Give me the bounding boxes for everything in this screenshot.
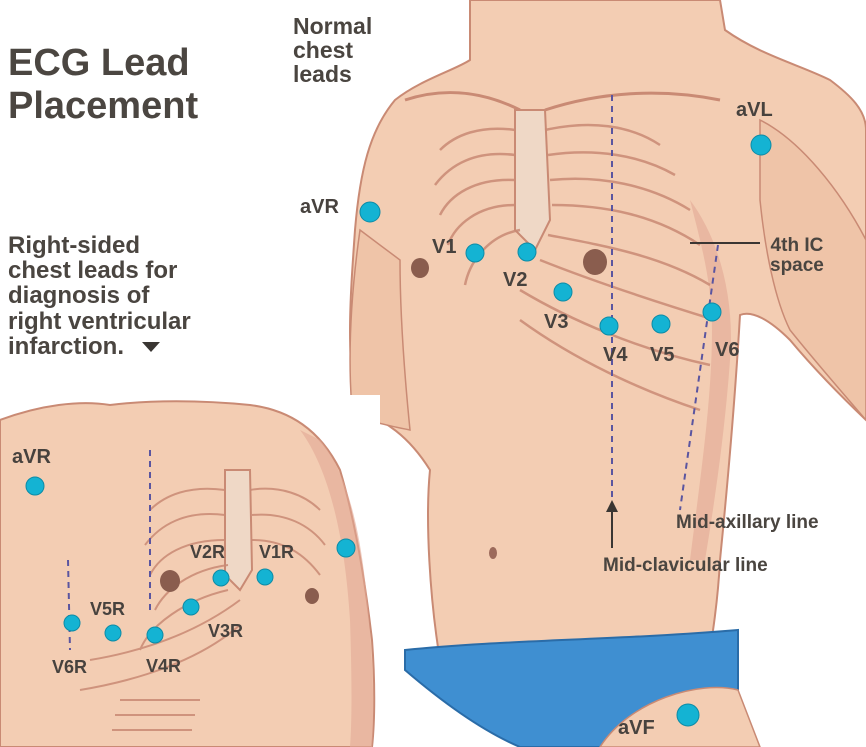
caption-line-2: chest leads for (8, 258, 191, 283)
label-v2r: V2R (190, 543, 225, 561)
normal-chest-line-1: Normal (293, 14, 372, 38)
caption-line-4: right ventricular (8, 309, 191, 334)
inset-torso (0, 395, 380, 747)
electrode-avr (360, 202, 380, 222)
label-v3r: V3R (208, 622, 243, 640)
label-v1r: V1R (259, 543, 294, 561)
mid-clavicular-label: Mid-clavicular line (603, 556, 768, 575)
electrode-v4r (147, 627, 163, 643)
label-inset-avr: aVR (12, 447, 51, 467)
label-v3: V3 (544, 312, 568, 332)
electrode-inset-arm (337, 539, 355, 557)
electrode-v6r (64, 615, 80, 631)
label-v2: V2 (503, 270, 527, 290)
label-v5r: V5R (90, 600, 125, 618)
main-nipple-right (583, 249, 607, 275)
right-sided-caption: Right-sided chest leads for diagnosis of… (8, 233, 191, 359)
electrode-v5 (652, 315, 670, 333)
label-v4r: V4R (146, 657, 181, 675)
normal-chest-line-3: leads (293, 62, 372, 86)
arrow-down-icon (142, 342, 160, 352)
main-torso (350, 0, 866, 747)
inset-nipple-left (160, 570, 180, 592)
caption-line-5: infarction. (8, 334, 191, 359)
electrode-v3r (183, 599, 199, 615)
electrode-v1 (466, 244, 484, 262)
electrode-inset-avr (26, 477, 44, 495)
label-v6: V6 (715, 340, 739, 360)
ic-space-label: 4th IC space (770, 236, 824, 276)
label-v1: V1 (432, 237, 456, 257)
electrode-avl (751, 135, 771, 155)
title-line-1: ECG Lead (8, 42, 198, 85)
main-nipple-left (411, 258, 429, 278)
electrode-v6 (703, 303, 721, 321)
ic-space-line-2: space (770, 256, 824, 276)
label-avf: aVF (618, 718, 655, 738)
ic-space-line-1: 4th IC (770, 236, 824, 256)
page-title: ECG Lead Placement (8, 42, 198, 127)
electrode-v5r (105, 625, 121, 641)
electrode-v4 (600, 317, 618, 335)
inset-sternum (225, 470, 252, 590)
normal-chest-line-2: chest (293, 38, 372, 62)
electrode-v1r (257, 569, 273, 585)
caption-line-3: diagnosis of (8, 283, 191, 308)
electrode-v2 (518, 243, 536, 261)
mid-axillary-label: Mid-axillary line (676, 513, 819, 532)
label-avl: aVL (736, 100, 773, 120)
label-v5: V5 (650, 345, 674, 365)
electrode-v2r (213, 570, 229, 586)
label-v4: V4 (603, 345, 627, 365)
inset-nipple-right (305, 588, 319, 604)
normal-chest-leads-label: Normal chest leads (293, 14, 372, 86)
title-line-2: Placement (8, 85, 198, 128)
caption-line-1: Right-sided (8, 233, 191, 258)
main-sternum (515, 110, 550, 250)
label-avr: aVR (300, 197, 339, 217)
main-navel (489, 547, 497, 559)
electrode-avf (677, 704, 699, 726)
label-v6r: V6R (52, 658, 87, 676)
electrode-v3 (554, 283, 572, 301)
